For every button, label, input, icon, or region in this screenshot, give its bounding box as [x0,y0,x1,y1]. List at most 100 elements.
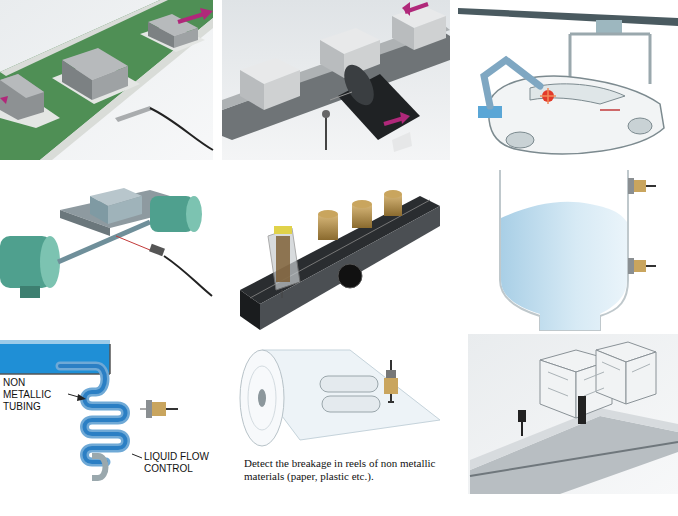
paper-reel-panel [248,366,276,430]
jar-conveyor-panel [282,290,283,298]
liquid-flow-panel [109,344,111,374]
motor-position-panel [0,170,213,330]
motor-position-panel [108,196,142,224]
metal-blocks-panel [338,60,380,110]
liquid-flow-panel [92,456,106,478]
jar-conveyor-panel [274,226,292,234]
jar-conveyor-panel [268,228,300,290]
paper-reel-panel [235,342,460,454]
jar-conveyor-panel [338,264,362,288]
jar-conveyor-panel [318,210,338,218]
metal-blocks-panel [222,0,450,160]
pcb-conveyor-panel [115,106,152,122]
car-painting-panel [506,132,534,148]
motor-position-panel [58,222,150,262]
caption-note: Detect the breakage in reels of non meta… [244,457,450,483]
jar-conveyor-panel [250,200,430,298]
paper-reel-panel [386,370,396,378]
tank-level-panel [646,185,656,187]
motor-position-panel [149,244,165,256]
tank-level-panel [628,178,634,194]
liquid-flow-panel [152,402,166,416]
tank-level-panel [646,265,656,267]
car-painting-panel [489,76,664,154]
jar-conveyor-panel [260,206,440,330]
paper-reel-panel [235,342,460,454]
car-painting-panel [600,109,620,111]
metal-blocks-panel [392,16,414,50]
motor-position-panel [116,236,150,250]
motor-position-panel [90,196,108,224]
motor-position-panel [186,196,202,232]
crate-conveyor-panel [626,352,656,404]
metal-blocks-panel [320,40,344,78]
jar-conveyor-panel [228,176,444,332]
car-painting-panel [540,88,556,104]
liquid-flow-panel [77,394,86,401]
metal-blocks-panel [222,0,450,160]
pcb-conveyor-panel [178,14,204,22]
liquid-flow-panel [132,454,142,458]
paper-reel-panel [384,378,398,394]
motor-position-panel [40,236,60,288]
tank-level-panel [634,180,646,192]
tank-level-panel [628,258,634,274]
part-label: LIQUID FLOW CONTROL [144,451,214,475]
jar-conveyor-panel [240,196,440,304]
paper-reel-panel [258,389,266,407]
metal-blocks-panel [325,114,327,150]
pcb-conveyor-panel [0,74,44,120]
pcb-conveyor-panel [174,28,198,48]
metal-blocks-panel [384,118,404,124]
pcb-conveyor-panel [0,0,213,160]
jar-conveyor-panel [384,190,402,198]
car-painting-panel [458,8,678,26]
crate-conveyor-panel [468,334,678,494]
paper-reel-panel [388,394,394,402]
jar-conveyor-panel [352,200,372,208]
liquid-flow-panel [146,400,152,418]
pcb-conveyor-panel [0,0,213,160]
liquid-flow-panel [60,366,126,462]
metal-blocks-panel [330,92,352,100]
car-painting-panel [596,20,622,34]
liquid-flow-panel [0,373,110,375]
motor-position-panel [0,170,213,330]
pcb-conveyor-panel [62,60,92,100]
car-painting-panel [458,0,678,165]
metal-blocks-panel [400,112,410,124]
tank-level-panel [500,170,656,330]
car-painting-panel [484,60,540,106]
pcb-conveyor-panel [200,8,213,20]
part-label: NON METALLIC TUBING [3,377,69,413]
crate-conveyor-panel [521,422,523,436]
crate-conveyor-panel [470,442,678,476]
car-painting-panel [458,0,678,165]
car-painting-panel [530,84,625,104]
metal-blocks-panel [322,110,330,118]
pcb-conveyor-panel [148,22,174,48]
crate-conveyor-panel [540,360,576,418]
jar-conveyor-panel [240,290,260,330]
crate-conveyor-panel [548,362,650,396]
pcb-conveyor-panel [150,108,213,150]
jar-conveyor-panel [276,236,290,282]
metal-blocks-panel [414,16,446,50]
pcb-conveyor-panel [0,74,44,98]
paper-reel-panel [262,350,440,440]
pcb-conveyor-panel [0,0,213,160]
liquid-flow-panel [0,340,110,344]
metal-blocks-panel [402,2,410,16]
crate-conveyor-panel [540,342,656,418]
motor-position-panel [164,256,212,296]
crate-conveyor-panel [468,334,678,494]
liquid-flow-panel [166,408,178,410]
car-painting-panel [628,118,652,134]
tank-level-panel [501,202,627,330]
crate-conveyor-panel [578,396,586,424]
paper-reel-panel [390,360,392,370]
metal-blocks-panel [264,70,300,110]
pcb-conveyor-panel [92,66,128,100]
liquid-flow-panel [60,366,126,462]
